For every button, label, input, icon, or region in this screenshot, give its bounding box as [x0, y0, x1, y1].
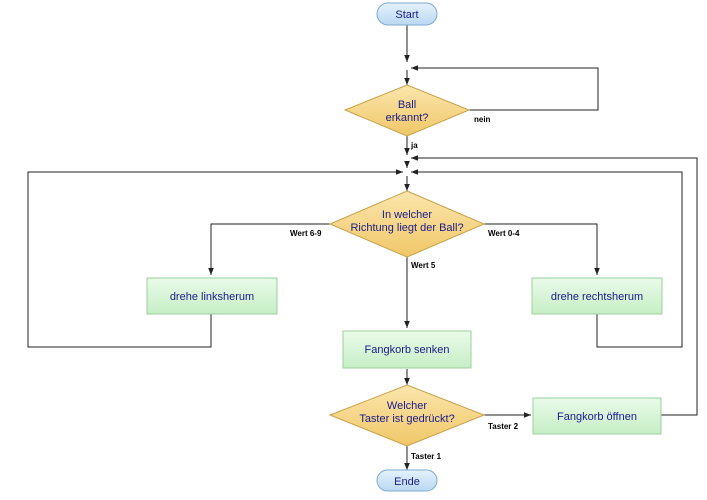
start-node-shape	[376, 2, 438, 26]
process-lower-basket-label: Fangkorb senken	[365, 344, 450, 356]
process-open-basket-label: Fangkorb öffnen	[557, 411, 637, 423]
process-turn-right-shape	[531, 277, 663, 315]
decision-button-pressed-line1: Welcher	[387, 400, 427, 412]
edge-label-wert-6-9: Wert 6-9	[290, 229, 322, 238]
edge-labels: nein ja Wert 6-9 Wert 0-4 Wert 5 Taster …	[290, 115, 520, 461]
process-lower-basket-shape	[342, 330, 472, 369]
decision-ball-direction-line2: Richtung liegt der Ball?	[350, 222, 463, 234]
edge-label-nein: nein	[474, 115, 491, 124]
edge-wert-0-4	[484, 223, 600, 275]
decision-ball-direction: In welcher Richtung liegt der Ball?	[328, 190, 486, 258]
start-node: Start	[376, 2, 438, 26]
edge-wert-6-9	[208, 223, 332, 275]
process-turn-right: drehe rechtsherum	[531, 277, 663, 315]
decision-ball-detected-line1: Ball	[398, 99, 416, 111]
edge-label-taster-2: Taster 2	[488, 422, 519, 431]
edge-label-taster-1: Taster 1	[411, 452, 442, 461]
process-lower-basket: Fangkorb senken	[342, 330, 472, 369]
decision-ball-direction-shape	[328, 190, 486, 258]
decision-ball-direction-line1: In welcher	[382, 209, 432, 221]
process-turn-left-shape	[146, 277, 278, 315]
process-turn-right-label: drehe rechtsherum	[551, 291, 643, 303]
decision-button-pressed-shape	[328, 384, 486, 447]
edge-label-ja: ja	[410, 141, 418, 150]
process-open-basket-shape	[532, 397, 662, 435]
end-node-shape	[376, 469, 438, 492]
edge-label-wert-5: Wert 5	[411, 261, 436, 270]
edge-label-wert-0-4: Wert 0-4	[488, 229, 520, 238]
decision-button-pressed: Welcher Taster ist gedrückt?	[328, 384, 486, 447]
edge-open-loop	[411, 155, 698, 416]
edge-nein-loop	[411, 65, 599, 111]
edge-right-loop	[411, 169, 683, 348]
decision-ball-detected: Ball erkannt?	[343, 84, 471, 137]
end-node: Ende	[376, 469, 438, 492]
connectors	[27, 25, 698, 470]
start-label: Start	[395, 9, 418, 21]
end-label: Ende	[394, 476, 420, 488]
process-open-basket: Fangkorb öffnen	[532, 397, 662, 435]
decision-ball-detected-shape	[343, 84, 471, 137]
decision-button-pressed-line2: Taster ist gedrückt?	[359, 413, 454, 425]
process-turn-left: drehe linksherum	[146, 277, 278, 315]
edge-left-loop	[27, 169, 403, 348]
decision-ball-detected-line2: erkannt?	[386, 112, 429, 124]
process-turn-left-label: drehe linksherum	[170, 291, 254, 303]
